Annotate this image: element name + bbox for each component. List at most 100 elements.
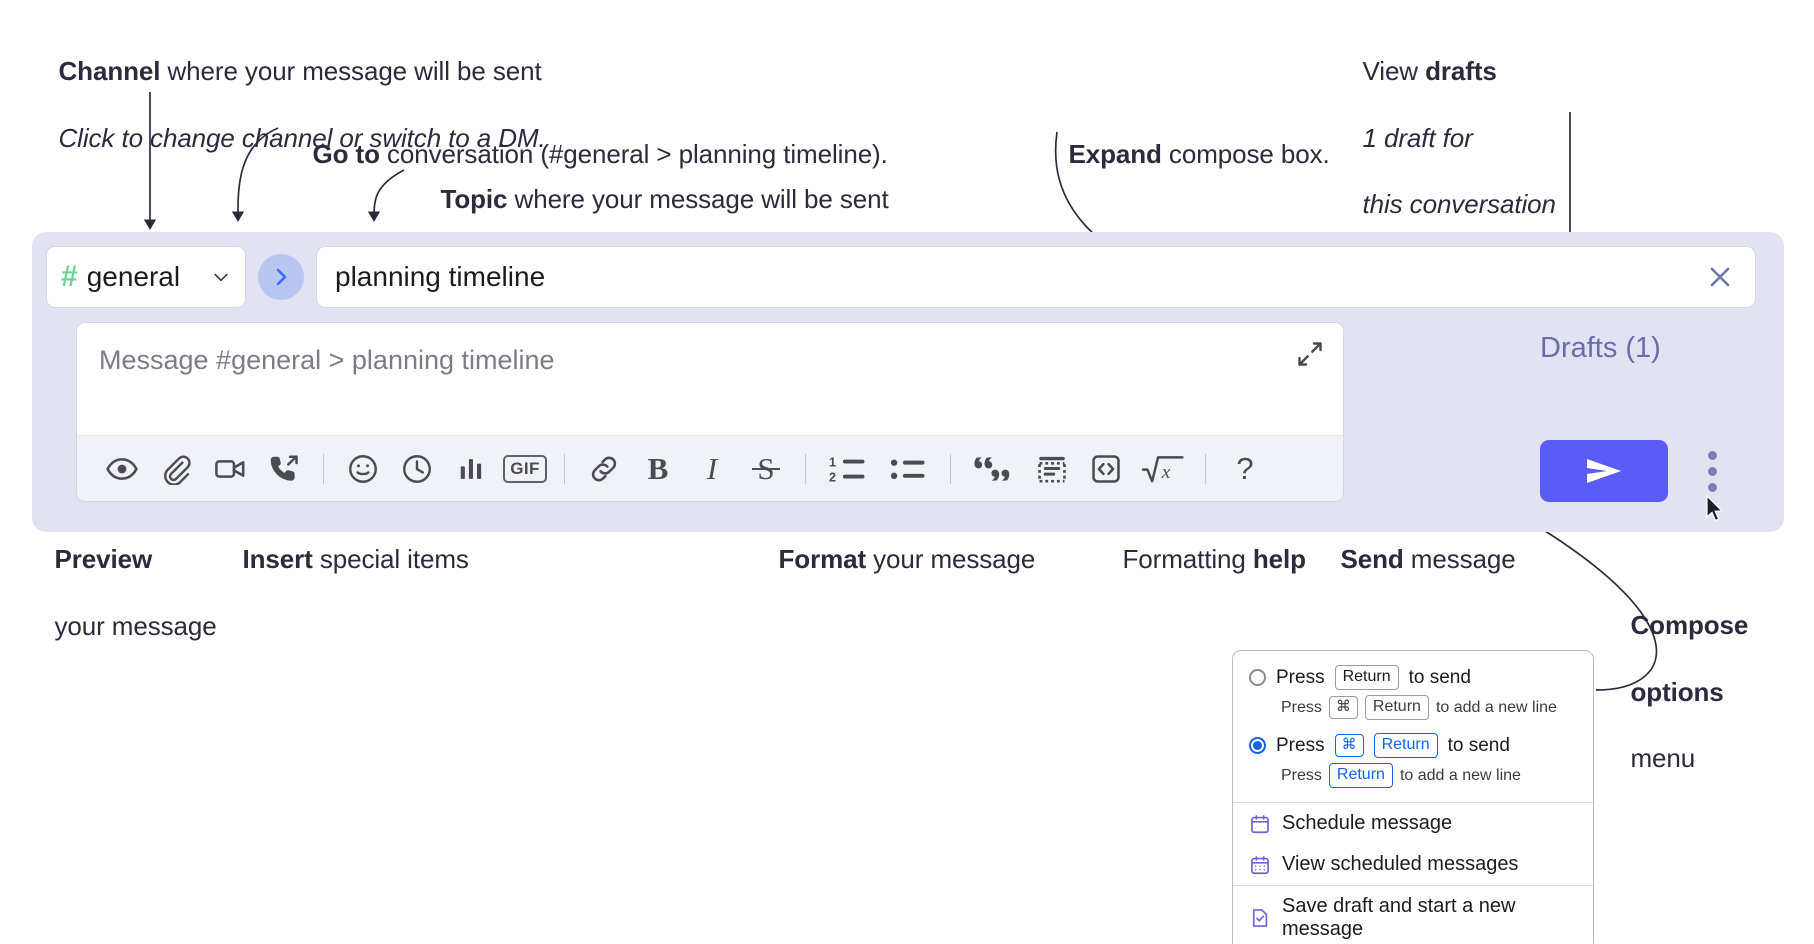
channel-selector[interactable]: # general — [46, 246, 246, 308]
formatting-toolbar: GIF B I S — [77, 435, 1343, 501]
close-icon — [1710, 267, 1730, 287]
chevron-right-icon — [276, 268, 287, 286]
annotation-topic-rest: where your message will be sent — [507, 184, 889, 215]
key-return: Return — [1364, 695, 1429, 720]
annotation-expand-bold: Expand — [1068, 139, 1162, 170]
menu-item-label: Schedule message — [1282, 812, 1453, 834]
annotation-format-rest: your message — [866, 544, 1036, 575]
sub-suffix: to add a new line — [1435, 698, 1557, 716]
formatting-help-button[interactable]: ? — [1218, 442, 1272, 496]
calendar-schedule-icon — [1251, 814, 1269, 833]
annotation-insert-rest: special items — [312, 544, 469, 575]
message-placeholder: Message #general > planning timeline — [99, 345, 555, 375]
video-button[interactable] — [203, 442, 257, 496]
send-button[interactable] — [1540, 440, 1668, 502]
send-paper-plane-icon — [1587, 459, 1621, 483]
message-compose-box[interactable]: Message #general > planning timeline — [76, 322, 1344, 502]
strike-line — [752, 467, 780, 470]
italic-icon: I — [706, 450, 718, 486]
key-return: Return — [1334, 665, 1399, 690]
bulleted-list-icon — [890, 459, 925, 479]
mouse-cursor — [1706, 495, 1724, 522]
annotation-insert-bold: Insert — [242, 544, 313, 575]
send-option-suffix: to send — [1408, 666, 1471, 688]
send-option-return-sub: Press ⌘ Return to add a new line — [1233, 692, 1593, 723]
menu-item-label: Save draft and start a new message — [1282, 895, 1516, 940]
menu-item-schedule-message[interactable]: Schedule message — [1233, 803, 1593, 844]
strikethrough-button[interactable]: S — [739, 442, 793, 496]
menu-divider — [1233, 885, 1593, 886]
strikethrough-icon: S — [752, 451, 780, 487]
expand-icon — [1298, 342, 1322, 366]
annotation-compose-options: Compose options menu — [1602, 576, 1749, 809]
gif-icon: GIF — [503, 454, 547, 483]
topic-input[interactable]: planning timeline — [316, 246, 1756, 308]
gif-button[interactable]: GIF — [498, 442, 552, 496]
annotation-goto-bold: Go to — [312, 139, 380, 170]
annotation-format-bold: Format — [778, 544, 867, 575]
audio-button[interactable] — [257, 442, 311, 496]
emoji-button[interactable] — [336, 442, 390, 496]
topic-clear-button[interactable] — [1703, 260, 1737, 294]
code-button[interactable] — [1079, 442, 1133, 496]
compose-top-row: # general planning timeline — [46, 246, 1756, 308]
menu-item-label: View scheduled messages — [1282, 853, 1519, 875]
ordered-list-button[interactable]: 1 2 — [818, 442, 878, 496]
video-camera-icon — [215, 459, 245, 478]
annotation-channel-rest: where your message will be sent — [160, 56, 542, 87]
expand-compose-button[interactable] — [1293, 337, 1327, 371]
square-root-x-icon: x — [1141, 455, 1184, 483]
poll-button[interactable] — [444, 442, 498, 496]
link-icon — [591, 456, 617, 481]
code-inline-icon — [1092, 454, 1120, 483]
blockquote-icon — [974, 456, 1010, 481]
bold-button[interactable]: B — [631, 442, 685, 496]
annotation-topic: Topic where your message will be sent — [412, 150, 889, 250]
annotation-compose-options-plain: menu — [1630, 743, 1696, 774]
annotation-preview: Preview your message — [26, 510, 217, 676]
svg-text:1: 1 — [829, 455, 836, 469]
blockquote-button[interactable] — [963, 442, 1025, 496]
reminder-button[interactable] — [390, 442, 444, 496]
svg-text:2: 2 — [829, 470, 836, 484]
toolbar-divider — [805, 453, 806, 484]
key-return: Return — [1373, 733, 1438, 758]
sub-suffix: to add a new line — [1399, 766, 1521, 784]
compose-options-menu: Press Return to send Press ⌘ Return to a… — [1232, 650, 1594, 944]
annotation-goto-rest: conversation (#general > planning timeli… — [379, 139, 888, 170]
annotation-goto: Go to conversation (#general > planning … — [284, 105, 888, 205]
italic-button[interactable]: I — [685, 442, 739, 496]
link-button[interactable] — [577, 442, 631, 496]
attach-button[interactable] — [149, 442, 203, 496]
drafts-link[interactable]: Drafts (1) — [1540, 332, 1661, 364]
code-block-icon — [1038, 456, 1066, 483]
radio-selected-icon — [1249, 737, 1266, 754]
toolbar-divider — [323, 453, 324, 484]
annotation-topic-bold: Topic — [440, 184, 508, 215]
chevron-down-icon — [214, 273, 228, 282]
phone-forward-icon — [270, 454, 298, 481]
math-button[interactable]: x — [1133, 442, 1193, 496]
send-option-cmd-return[interactable]: Press ⌘ Return to send — [1233, 731, 1593, 760]
bulleted-list-button[interactable] — [878, 442, 938, 496]
annotation-help: Formatting help — [1094, 510, 1307, 610]
compose-options-button[interactable] — [1699, 448, 1725, 494]
annotation-compose-options-bold2: options — [1630, 676, 1724, 707]
key-return: Return — [1328, 763, 1393, 788]
toolbar-divider — [950, 453, 951, 484]
send-option-return[interactable]: Press Return to send — [1233, 663, 1593, 692]
question-mark-icon: ? — [1236, 450, 1254, 486]
annotation-preview-bold: Preview — [54, 544, 153, 575]
radio-inner-dot — [1253, 741, 1262, 750]
annotation-help-bold: help — [1252, 544, 1306, 575]
preview-button[interactable] — [95, 442, 149, 496]
goto-conversation-button[interactable] — [258, 254, 304, 300]
menu-item-view-scheduled[interactable]: View scheduled messages — [1233, 844, 1593, 885]
send-option-cmd-return-sub: Press Return to add a new line — [1233, 760, 1593, 791]
send-option-prefix: Press — [1276, 734, 1325, 756]
menu-item-save-draft[interactable]: Save draft and start a new message — [1233, 886, 1593, 944]
paperclip-icon — [164, 455, 191, 485]
code-block-button[interactable] — [1025, 442, 1079, 496]
annotation-insert: Insert special items — [214, 510, 469, 610]
